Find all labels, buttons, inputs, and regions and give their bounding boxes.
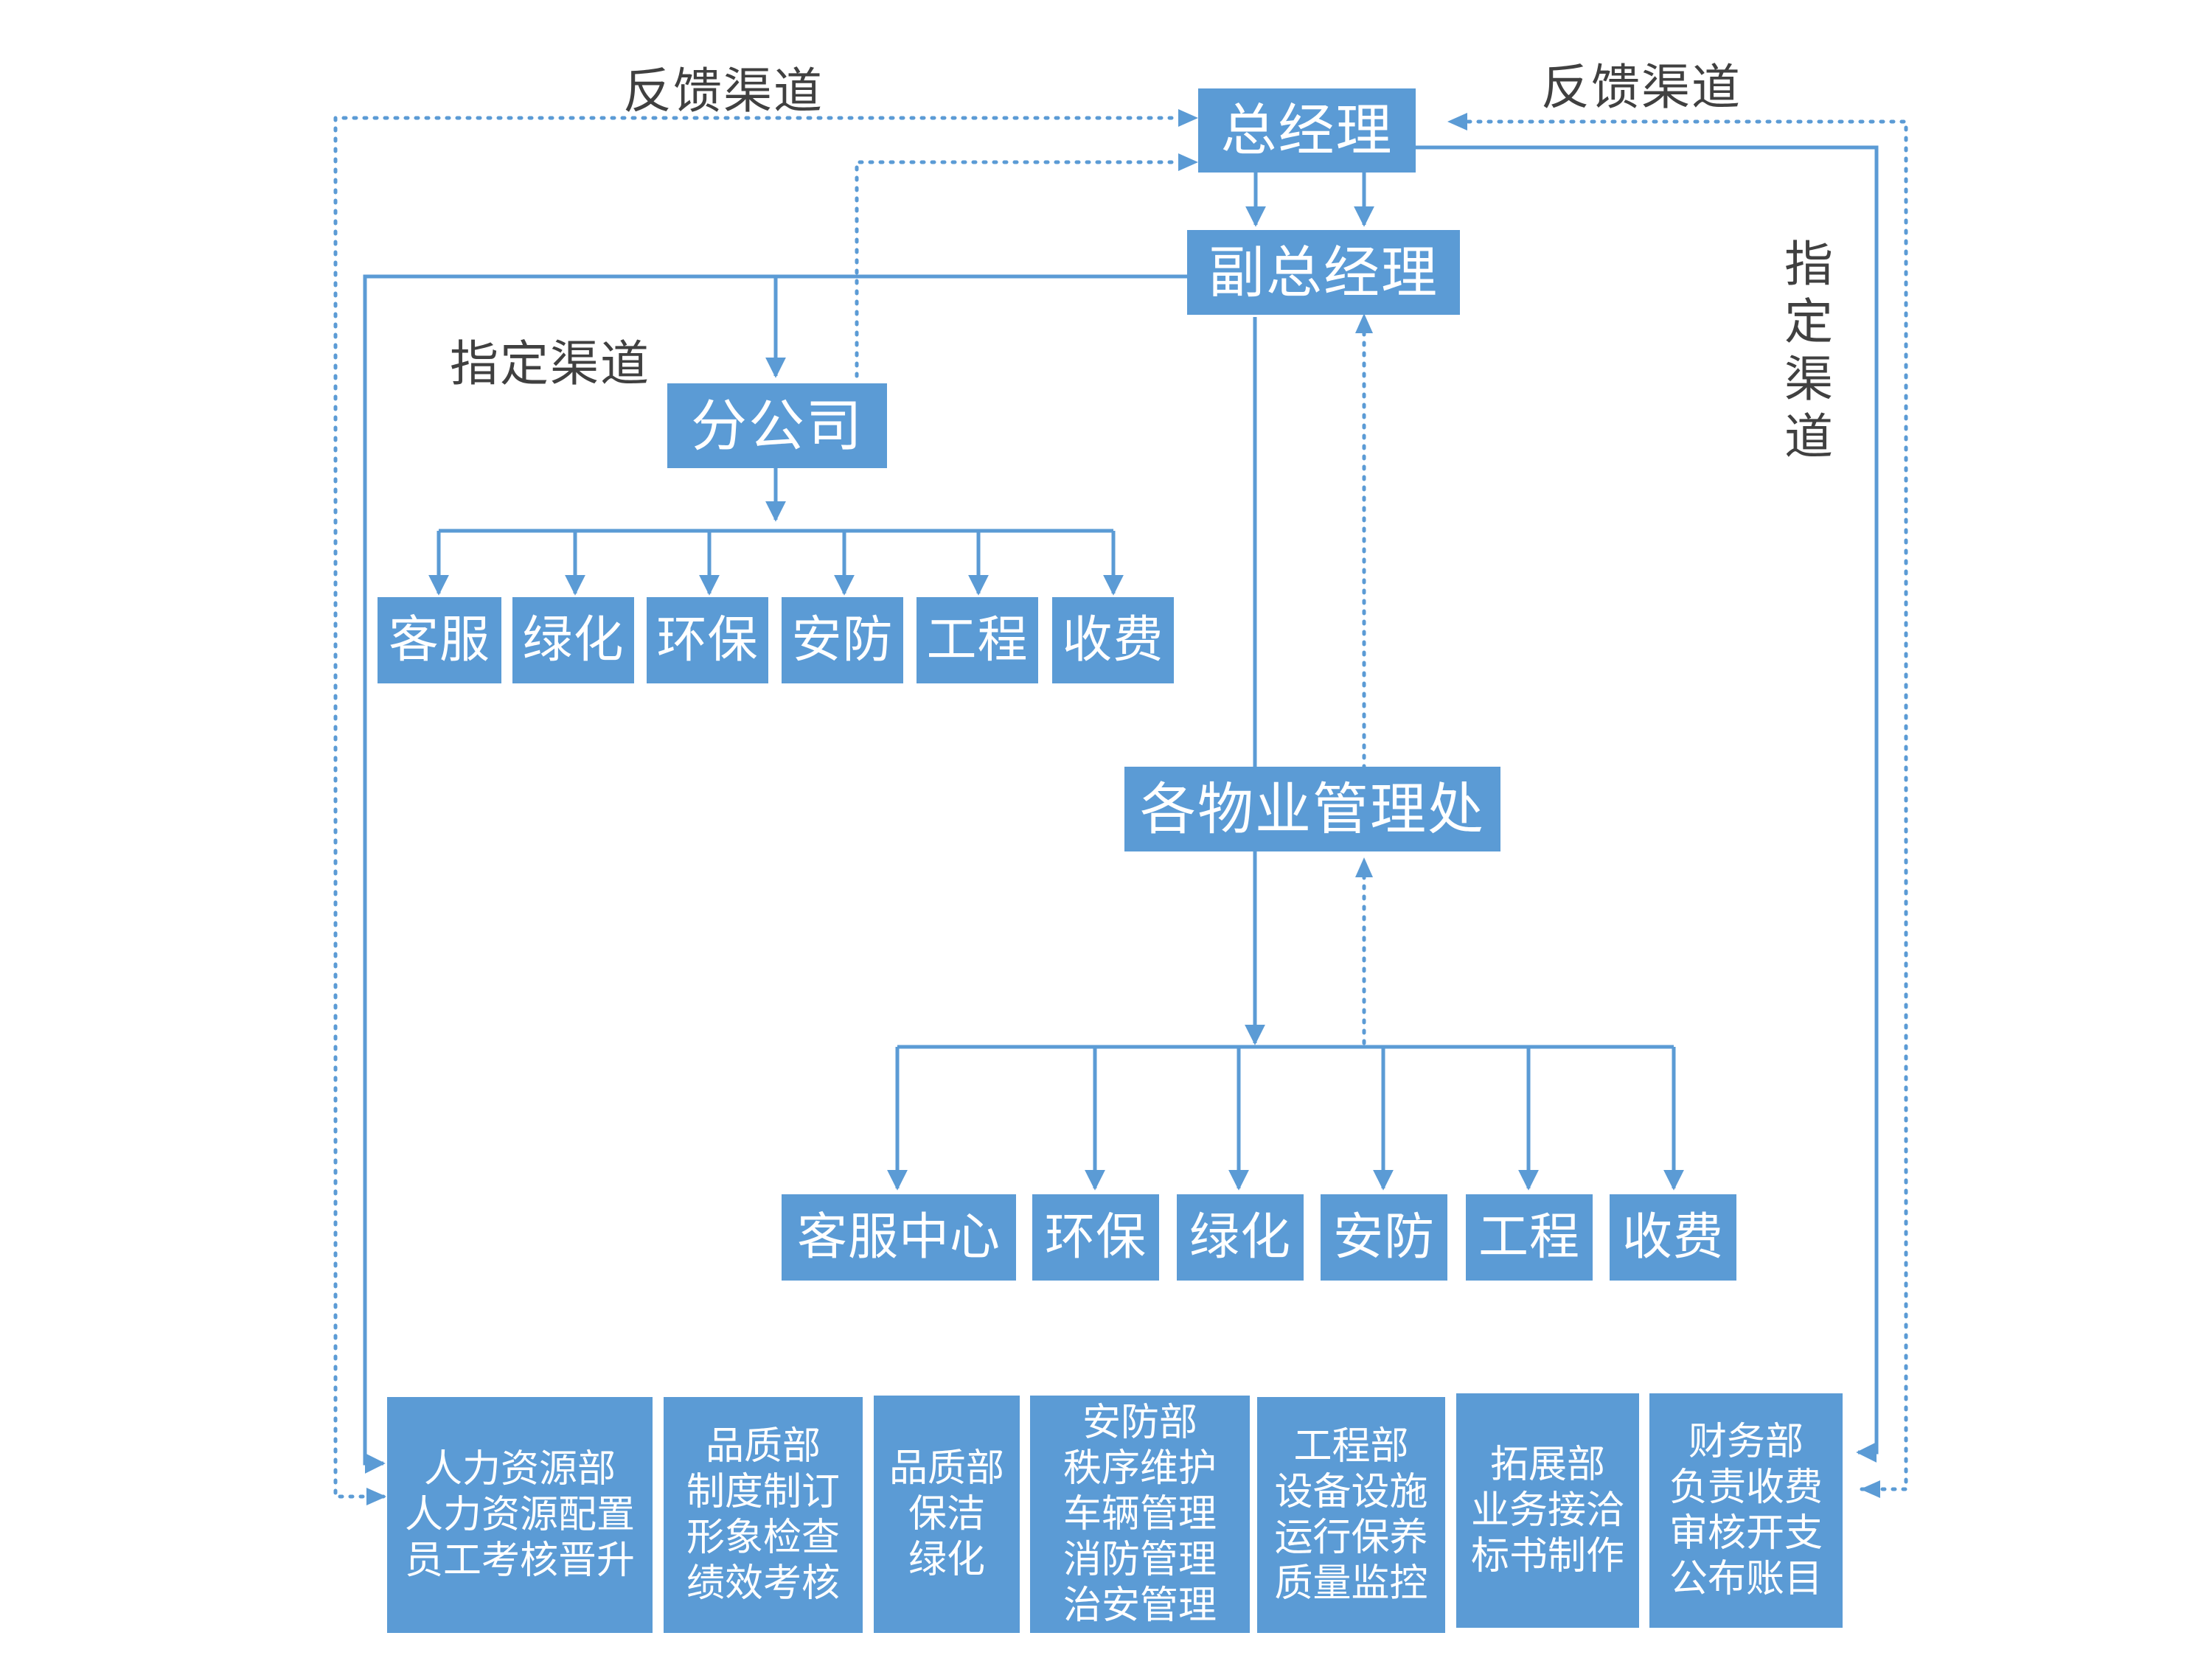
node-branch-company: 分公司 xyxy=(667,383,887,468)
department-box: 拓展部 业务接洽 标书制作 xyxy=(1456,1393,1639,1628)
label-designated-channel-left: 指定渠道 xyxy=(450,335,650,392)
node-deputy-general-manager: 副总经理 xyxy=(1187,230,1460,315)
office-unit-box-label: 工程 xyxy=(1478,1208,1580,1267)
department-box-label: 品质部 制度制订 形象检查 绩效考核 xyxy=(686,1424,840,1606)
office-unit-box: 安防 xyxy=(1321,1194,1447,1281)
feedback-arrow-finance xyxy=(1860,1480,1880,1498)
line-dgm-to-branch xyxy=(765,274,1187,378)
office-unit-box: 绿化 xyxy=(1177,1194,1304,1281)
line-gm-to-finance xyxy=(1416,145,1879,1463)
branch-unit-box: 客服 xyxy=(378,597,501,683)
branch-unit-box-label: 环保 xyxy=(656,610,759,669)
department-box-label: 品质部 保洁 绿化 xyxy=(888,1446,1004,1582)
feedback-line-left xyxy=(333,116,1175,1499)
feedback-line-right xyxy=(1461,119,1908,1491)
department-box-label: 拓展部 业务接洽 标书制作 xyxy=(1470,1443,1624,1578)
node-deputy-general-manager-label: 副总经理 xyxy=(1208,239,1439,305)
node-general-manager: 总经理 xyxy=(1198,88,1416,173)
feedback-arrow-gm-left xyxy=(1178,109,1198,127)
branch-unit-box-label: 收费 xyxy=(1062,610,1164,669)
label-feedback-channel-right: 反馈渠道 xyxy=(1541,59,1742,116)
node-general-manager-label: 总经理 xyxy=(1220,97,1394,163)
department-box: 品质部 保洁 绿化 xyxy=(874,1396,1020,1633)
office-unit-box-label: 收费 xyxy=(1621,1208,1724,1267)
office-unit-box-label: 客服中心 xyxy=(796,1208,1001,1267)
line-dgm-to-hr xyxy=(363,274,776,1474)
branch-unit-box: 绿化 xyxy=(512,597,634,683)
feedback-arrow-hr xyxy=(366,1488,386,1505)
office-unit-box: 工程 xyxy=(1466,1194,1593,1281)
office-unit-box-label: 安防 xyxy=(1332,1208,1435,1267)
branch-unit-box: 环保 xyxy=(647,597,768,683)
feedback-arrow-gm-left-2 xyxy=(1178,153,1198,171)
branch-unit-box-label: 工程 xyxy=(926,610,1029,669)
department-box: 工程部 设备设施 运行保养 质量监控 xyxy=(1257,1397,1445,1633)
office-unit-box-label: 环保 xyxy=(1044,1208,1147,1267)
office-unit-box-label: 绿化 xyxy=(1189,1208,1291,1267)
department-box-label: 人力资源部 人力资源配置 员工考核晋升 xyxy=(404,1447,635,1583)
department-box-label: 财务部 负责收费 审核开支 公布账目 xyxy=(1669,1420,1823,1601)
node-property-management-office: 各物业管理处 xyxy=(1124,767,1500,851)
branch-unit-box-label: 绿化 xyxy=(522,610,625,669)
branch-unit-box: 工程 xyxy=(917,597,1038,683)
department-box: 安防部 秩序维护 车辆管理 消防管理 治安管理 xyxy=(1030,1396,1250,1633)
branch-unit-box: 收费 xyxy=(1052,597,1174,683)
office-unit-box: 客服中心 xyxy=(782,1194,1016,1281)
department-box: 品质部 制度制订 形象检查 绩效考核 xyxy=(664,1397,863,1633)
department-box-label: 工程部 设备设施 运行保养 质量监控 xyxy=(1274,1424,1428,1606)
feedback-arrow-dgm xyxy=(1355,313,1373,333)
office-unit-box: 环保 xyxy=(1032,1194,1159,1281)
feedback-line-branch xyxy=(855,160,1175,378)
label-feedback-channel-left: 反馈渠道 xyxy=(623,63,824,119)
feedback-arrow-gm-right xyxy=(1447,113,1467,130)
branch-unit-box-label: 客服 xyxy=(388,610,490,669)
feedback-arrow-office xyxy=(1355,857,1373,877)
department-box: 财务部 负责收费 审核开支 公布账目 xyxy=(1649,1393,1843,1628)
department-box: 人力资源部 人力资源配置 员工考核晋升 xyxy=(387,1397,653,1633)
branch-unit-box-label: 安防 xyxy=(791,610,894,669)
node-branch-company-label: 分公司 xyxy=(691,392,863,459)
office-unit-box: 收费 xyxy=(1610,1194,1736,1281)
branch-unit-box: 安防 xyxy=(782,597,903,683)
node-property-management-office-label: 各物业管理处 xyxy=(1140,776,1485,842)
department-box-label: 安防部 秩序维护 车辆管理 消防管理 治安管理 xyxy=(1062,1401,1217,1628)
label-designated-channel-right: 指定渠道 xyxy=(1784,236,1833,465)
